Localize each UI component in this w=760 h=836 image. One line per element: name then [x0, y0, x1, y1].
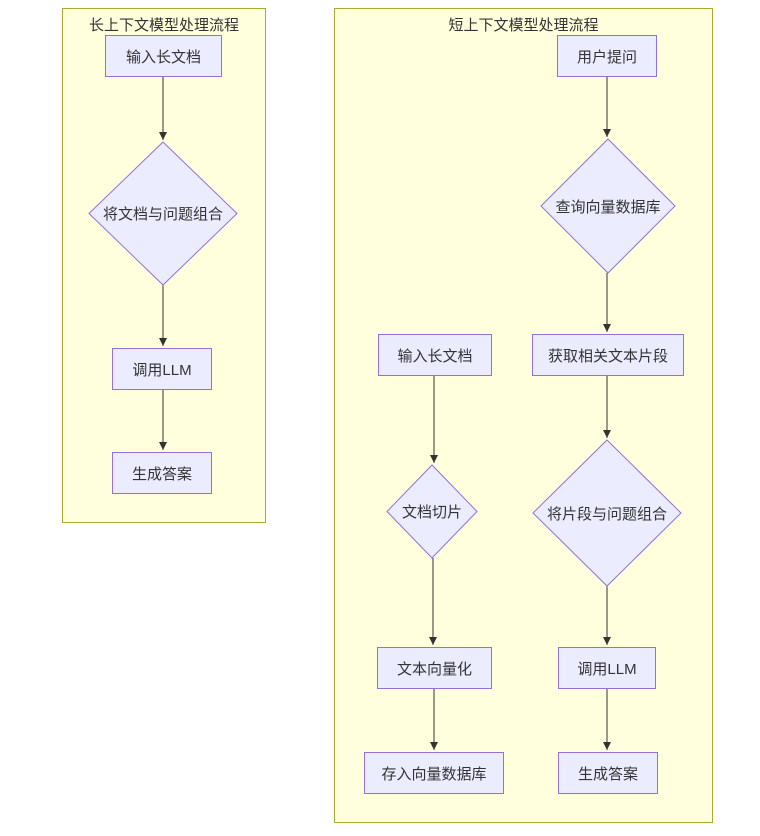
node-short-fragments-label: 获取相关文本片段 — [547, 347, 668, 365]
node-short-combine: 将片段与问题组合 — [533, 440, 681, 586]
diamond-shape — [541, 139, 675, 273]
node-short-input-label: 输入长文档 — [397, 347, 473, 365]
node-long-llm-label: 调用LLM — [132, 361, 192, 379]
node-short-query: 查询向量数据库 — [541, 139, 675, 273]
node-long-combine-label: 将文档与问题组合 — [102, 206, 223, 223]
diamond-shape — [387, 465, 477, 558]
node-long-combine: 将文档与问题组合 — [89, 142, 237, 285]
node-long-answer-label: 生成答案 — [131, 465, 192, 483]
node-short-vectorize-label: 文本向量化 — [396, 660, 472, 678]
node-short-query-label: 查询向量数据库 — [555, 198, 661, 216]
diamond-shape — [89, 142, 237, 285]
node-short-combine-label: 将片段与问题组合 — [546, 505, 667, 523]
node-long-llm: 调用LLM — [112, 348, 212, 390]
diamond-shape — [533, 440, 681, 586]
node-short-vectorize: 文本向量化 — [377, 647, 492, 689]
node-short-answer-label: 生成答案 — [577, 765, 638, 783]
node-short-fragments: 获取相关文本片段 — [532, 334, 684, 376]
subgraph-long-title: 长上下文模型处理流程 — [88, 17, 239, 34]
node-short-slice-label: 文档切片 — [401, 504, 462, 521]
node-short-llm: 调用LLM — [558, 647, 656, 689]
node-long-answer: 生成答案 — [112, 452, 212, 494]
node-short-llm-label: 调用LLM — [577, 660, 637, 678]
node-short-answer: 生成答案 — [558, 752, 658, 794]
node-long-input: 输入长文档 — [105, 35, 222, 77]
node-short-question-label: 用户提问 — [576, 48, 637, 66]
node-short-slice: 文档切片 — [387, 465, 477, 558]
node-short-input: 输入长文档 — [378, 334, 492, 376]
node-short-store-label: 存入向量数据库 — [381, 765, 487, 783]
node-short-question: 用户提问 — [557, 35, 657, 77]
node-long-input-label: 输入长文档 — [125, 48, 201, 66]
subgraph-short-title: 短上下文模型处理流程 — [448, 17, 599, 34]
node-short-store: 存入向量数据库 — [364, 752, 504, 794]
